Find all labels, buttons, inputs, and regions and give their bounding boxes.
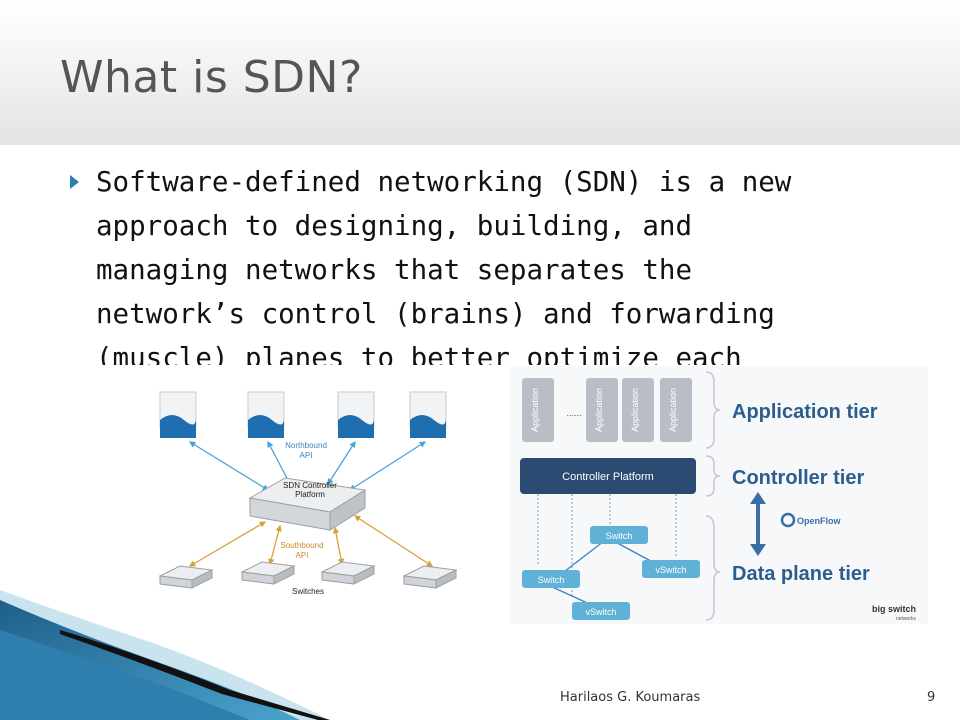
double-arrow-icon — [750, 492, 766, 556]
application-ellipsis: ...... — [566, 408, 581, 418]
bullet-line: approach to designing, building, and — [96, 210, 693, 242]
page-number: 9 — [927, 690, 936, 705]
northbound-label: API — [300, 451, 313, 460]
application-bracket — [705, 371, 721, 449]
vswitch-node — [642, 560, 700, 578]
bullet-line: network’s control (brains) and forwardin… — [96, 298, 775, 330]
control-links — [537, 494, 677, 598]
switch-icon — [158, 565, 214, 589]
vswitch-label: vSwitch — [655, 565, 686, 575]
tier-data-plane-label: Data plane tier — [732, 563, 870, 585]
svg-text:OpenFlow: OpenFlow — [797, 516, 841, 526]
footer-author: Harilaos G. Koumaras — [560, 690, 701, 705]
application-icon — [409, 391, 447, 438]
slide-title: What is SDN? — [60, 52, 363, 103]
sdn-controller-box — [248, 477, 367, 531]
controller-bracket — [705, 455, 721, 497]
controller-label: Platform — [295, 490, 325, 499]
tier-controller-label: Controller tier — [732, 467, 864, 489]
controller-platform-box — [520, 458, 696, 494]
northbound-arrow — [188, 441, 270, 491]
application-block: Application — [660, 378, 692, 442]
switch-icon — [402, 565, 458, 589]
switch-icon — [240, 561, 296, 585]
application-block: Application — [586, 378, 618, 442]
northbound-arrow — [348, 441, 427, 491]
bullet-line: managing networks that separates the — [96, 254, 693, 286]
southbound-label: Southbound — [280, 541, 323, 550]
switch-label: Switch — [538, 575, 565, 585]
vswitch-node — [572, 602, 630, 620]
application-icon — [337, 391, 375, 438]
application-block: Application — [622, 378, 654, 442]
application-block: Application — [522, 378, 554, 442]
switch-node — [590, 526, 648, 544]
northbound-label: Northbound — [285, 441, 327, 450]
southbound-arrow — [332, 526, 345, 566]
southbound-arrow — [353, 515, 434, 567]
bullet-line: Software-defined networking (SDN) is a n… — [96, 166, 792, 198]
openflow-logo-icon: OpenFlow — [780, 512, 841, 528]
brand-sub: networks — [896, 616, 917, 622]
northbound-arrow — [267, 440, 291, 486]
sdn-tiers-diagram: Application ...... Application Applicati… — [510, 366, 928, 624]
vswitch-label: vSwitch — [585, 607, 616, 617]
title-band — [0, 0, 960, 145]
northbound-arrow — [327, 440, 356, 486]
svg-text:Application: Application — [630, 388, 640, 432]
application-icon — [247, 391, 285, 438]
switch-icon — [320, 561, 376, 585]
decorative-swoosh — [0, 590, 330, 720]
svg-text:Application: Application — [668, 388, 678, 432]
brand-name: big switch — [872, 604, 916, 614]
controller-label: SDN Controller — [283, 481, 337, 490]
sdn-architecture-diagram: Northbound API SDN Controller Platform S… — [158, 391, 458, 596]
tier-application-label: Application tier — [732, 401, 878, 423]
data-plane-bracket — [705, 515, 721, 621]
svg-text:Application: Application — [594, 388, 604, 432]
svg-text:Application: Application — [530, 388, 540, 432]
bullet-line: (muscle) planes to better optimize each — [96, 342, 742, 365]
controller-platform-label: Controller Platform — [562, 471, 654, 483]
southbound-arrow — [268, 524, 282, 566]
switch-label: Switch — [606, 531, 633, 541]
bullet-arrow-icon — [70, 175, 79, 189]
switches-label: Switches — [292, 587, 324, 596]
bullet-text: Software-defined networking (SDN) is a n… — [96, 160, 896, 365]
southbound-arrow — [188, 521, 267, 567]
switch-node — [522, 570, 580, 588]
southbound-label: API — [296, 551, 309, 560]
application-icon — [159, 391, 197, 438]
